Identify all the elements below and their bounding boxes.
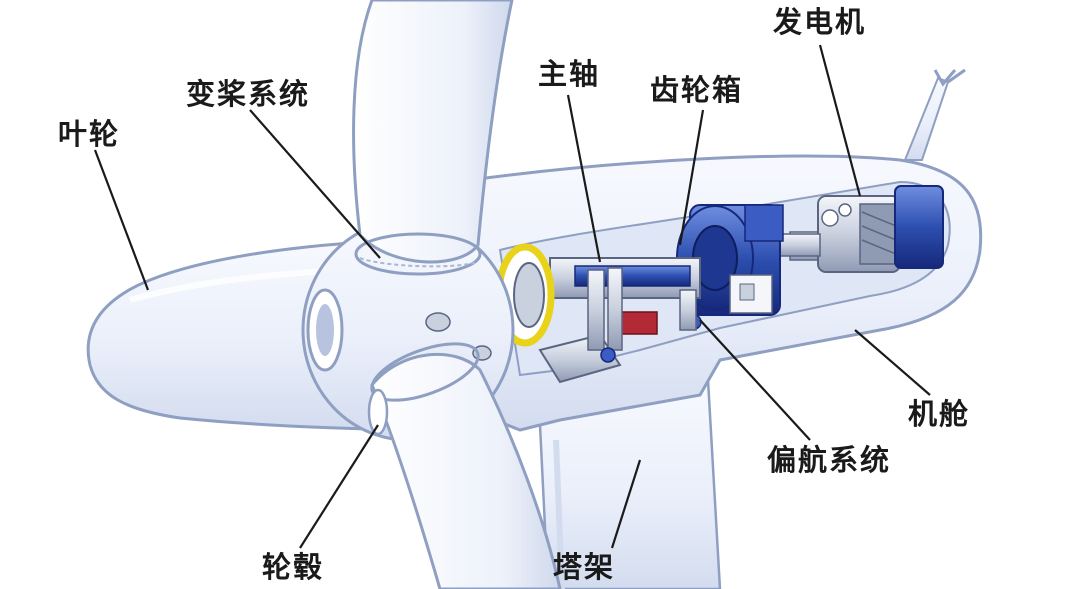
leader-pitch-system xyxy=(249,109,381,259)
leader-nacelle xyxy=(854,329,931,396)
leader-generator xyxy=(818,44,862,197)
label-tower: 塔架 xyxy=(553,550,616,584)
leader-tower xyxy=(610,459,642,549)
leader-main-shaft xyxy=(566,94,602,263)
leader-hub xyxy=(299,424,379,549)
leader-lines xyxy=(93,44,931,549)
leader-gearbox xyxy=(678,109,705,246)
leader-yaw-system xyxy=(699,319,811,441)
label-main-shaft: 主轴 xyxy=(538,57,601,91)
leader-rotor xyxy=(93,149,150,291)
label-nacelle: 机舱 xyxy=(908,397,971,431)
label-generator: 发电机 xyxy=(773,5,867,39)
blade-bottom xyxy=(367,342,562,589)
blade-top xyxy=(352,0,514,276)
label-hub: 轮毂 xyxy=(262,550,325,584)
label-yaw-system: 偏航系统 xyxy=(767,443,892,477)
label-gearbox: 齿轮箱 xyxy=(650,73,744,107)
label-rotor: 叶轮 xyxy=(58,117,121,151)
label-pitch-system: 变桨系统 xyxy=(186,77,311,111)
anemometer-mast xyxy=(903,68,966,161)
